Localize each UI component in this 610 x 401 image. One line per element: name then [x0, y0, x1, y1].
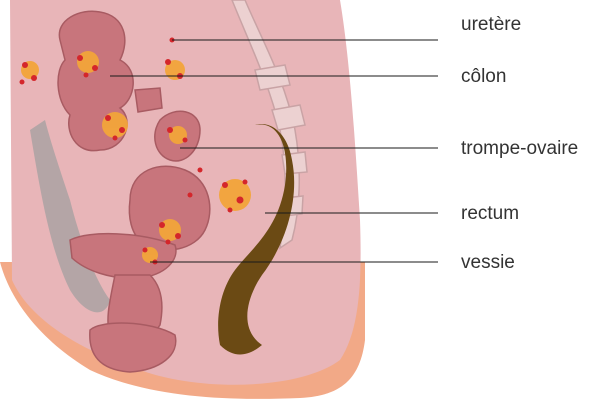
label-ureter: uretère: [461, 14, 521, 35]
label-rectum: rectum: [461, 203, 519, 224]
label-bladder: vessie: [461, 252, 515, 273]
label-tube: trompe-ovaire: [461, 138, 578, 159]
label-colon: côlon: [461, 66, 506, 87]
